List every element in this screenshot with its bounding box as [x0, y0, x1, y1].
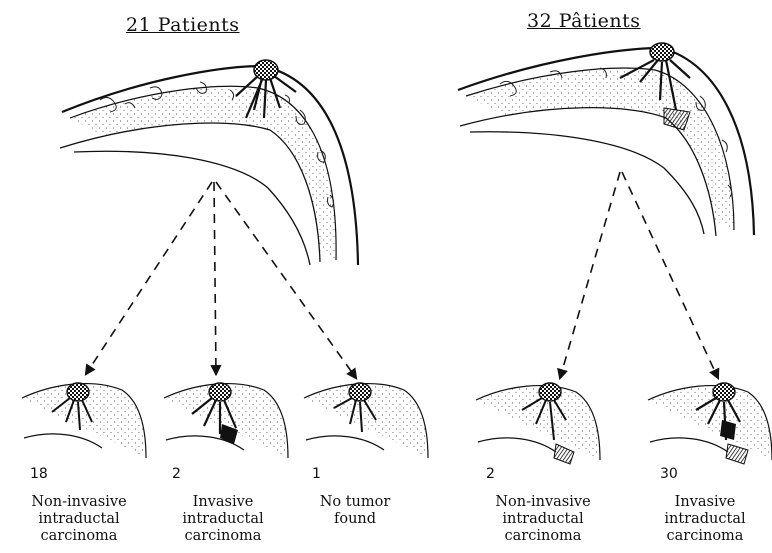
caption-line: No tumor	[290, 494, 420, 511]
outcome-caption: Non-invasive intraductal carcinoma	[478, 494, 608, 545]
caption-line: found	[290, 511, 420, 528]
caption-line: carcinoma	[640, 528, 770, 545]
group-title: 32 Pâtients	[527, 10, 641, 32]
caption-line: Invasive	[640, 494, 770, 511]
outcome-illustration	[648, 383, 772, 464]
outcome-illustration	[476, 383, 600, 464]
patient-count: 2	[172, 466, 181, 482]
dashed-arrows	[86, 172, 718, 378]
patient-count: 18	[30, 466, 48, 482]
caption-line: Non-invasive	[14, 494, 144, 511]
patient-count: 30	[660, 466, 678, 482]
caption-line: carcinoma	[478, 528, 608, 545]
outcome-illustration	[22, 383, 146, 458]
right-breast-illustration	[458, 43, 754, 236]
outcome-caption: No tumor found	[290, 494, 420, 528]
caption-line: intraductal	[478, 511, 608, 528]
caption-line: Invasive	[158, 494, 288, 511]
outcome-caption: Invasive intraductal carcinoma	[158, 494, 288, 545]
outcome-illustration	[304, 383, 428, 458]
caption-line: intraductal	[158, 511, 288, 528]
arrow-to-left-outcome-1	[86, 182, 212, 374]
caption-line: carcinoma	[158, 528, 288, 545]
group-title: 21 Patients	[126, 14, 240, 36]
caption-line: intraductal	[14, 511, 144, 528]
outcome-caption: Non-invasive intraductal carcinoma	[14, 494, 144, 545]
left-breast-illustration	[60, 60, 358, 265]
caption-line: carcinoma	[14, 528, 144, 545]
patient-count: 1	[312, 466, 321, 482]
outcome-caption: Invasive intraductal carcinoma	[640, 494, 770, 545]
outcome-illustration	[164, 383, 288, 458]
arrow-to-right-outcome-1	[560, 172, 620, 378]
patient-count: 2	[486, 466, 495, 482]
caption-line: intraductal	[640, 511, 770, 528]
caption-line: Non-invasive	[478, 494, 608, 511]
